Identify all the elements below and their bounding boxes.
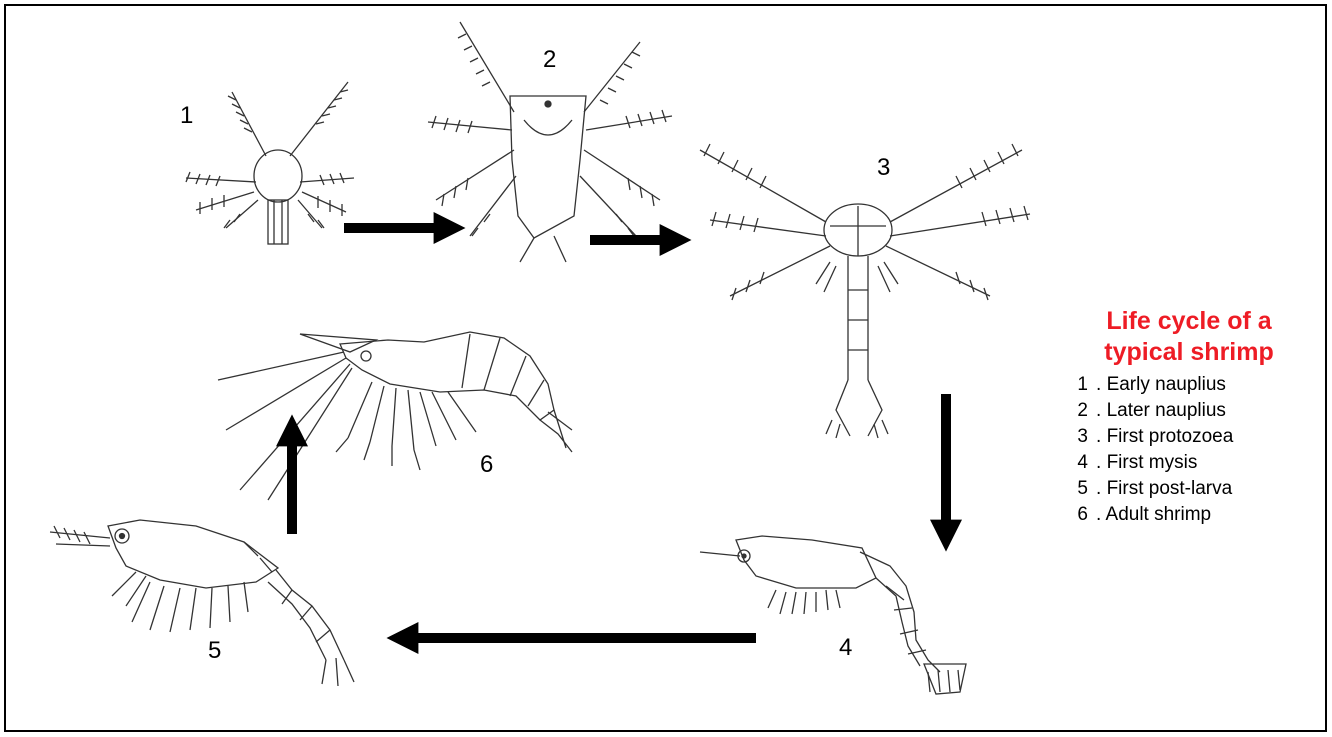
- legend-item-label: First protozoea: [1107, 426, 1234, 447]
- legend-item-label: First post-larva: [1107, 478, 1233, 499]
- legend-title-line-2: typical shrimp: [1064, 337, 1314, 368]
- legend-item: 5. First post-larva: [1064, 476, 1314, 502]
- legend-list: 1. Early nauplius 2. Later nauplius 3. F…: [1064, 372, 1314, 528]
- legend-item-number: 3: [1064, 424, 1088, 450]
- stage-number-2: 2: [543, 46, 556, 74]
- stage-5-first-post-larva-illustration: [50, 520, 354, 686]
- legend: Life cycle of a typical shrimp 1. Early …: [1064, 306, 1314, 528]
- legend-item: 1. Early nauplius: [1064, 372, 1314, 398]
- legend-item: 6. Adult shrimp: [1064, 502, 1314, 528]
- stage-number-3: 3: [877, 154, 890, 182]
- legend-item-label: Later nauplius: [1107, 400, 1226, 421]
- legend-item-label: First mysis: [1107, 452, 1198, 473]
- legend-title-line-1: Life cycle of a: [1064, 306, 1314, 337]
- legend-item-label: Adult shrimp: [1106, 504, 1212, 525]
- stage-3-first-protozoea-illustration: [700, 144, 1030, 438]
- legend-title: Life cycle of a typical shrimp: [1064, 306, 1314, 368]
- legend-item: 4. First mysis: [1064, 450, 1314, 476]
- legend-item-label: Early nauplius: [1107, 374, 1226, 395]
- stage-number-4: 4: [839, 634, 852, 662]
- legend-item-number: 4: [1064, 450, 1088, 476]
- stage-4-first-mysis-illustration: [700, 536, 966, 694]
- stage-6-adult-shrimp-illustration: [218, 332, 572, 500]
- legend-item: 2. Later nauplius: [1064, 398, 1314, 424]
- legend-item-number: 6: [1064, 502, 1088, 528]
- stage-number-6: 6: [480, 451, 493, 479]
- stage-number-5: 5: [208, 637, 221, 665]
- stage-number-1: 1: [180, 102, 193, 130]
- stage-1-early-nauplius-illustration: [186, 82, 354, 244]
- legend-item-number: 2: [1064, 398, 1088, 424]
- legend-item-number: 5: [1064, 476, 1088, 502]
- legend-item-number: 1: [1064, 372, 1088, 398]
- legend-item: 3. First protozoea: [1064, 424, 1314, 450]
